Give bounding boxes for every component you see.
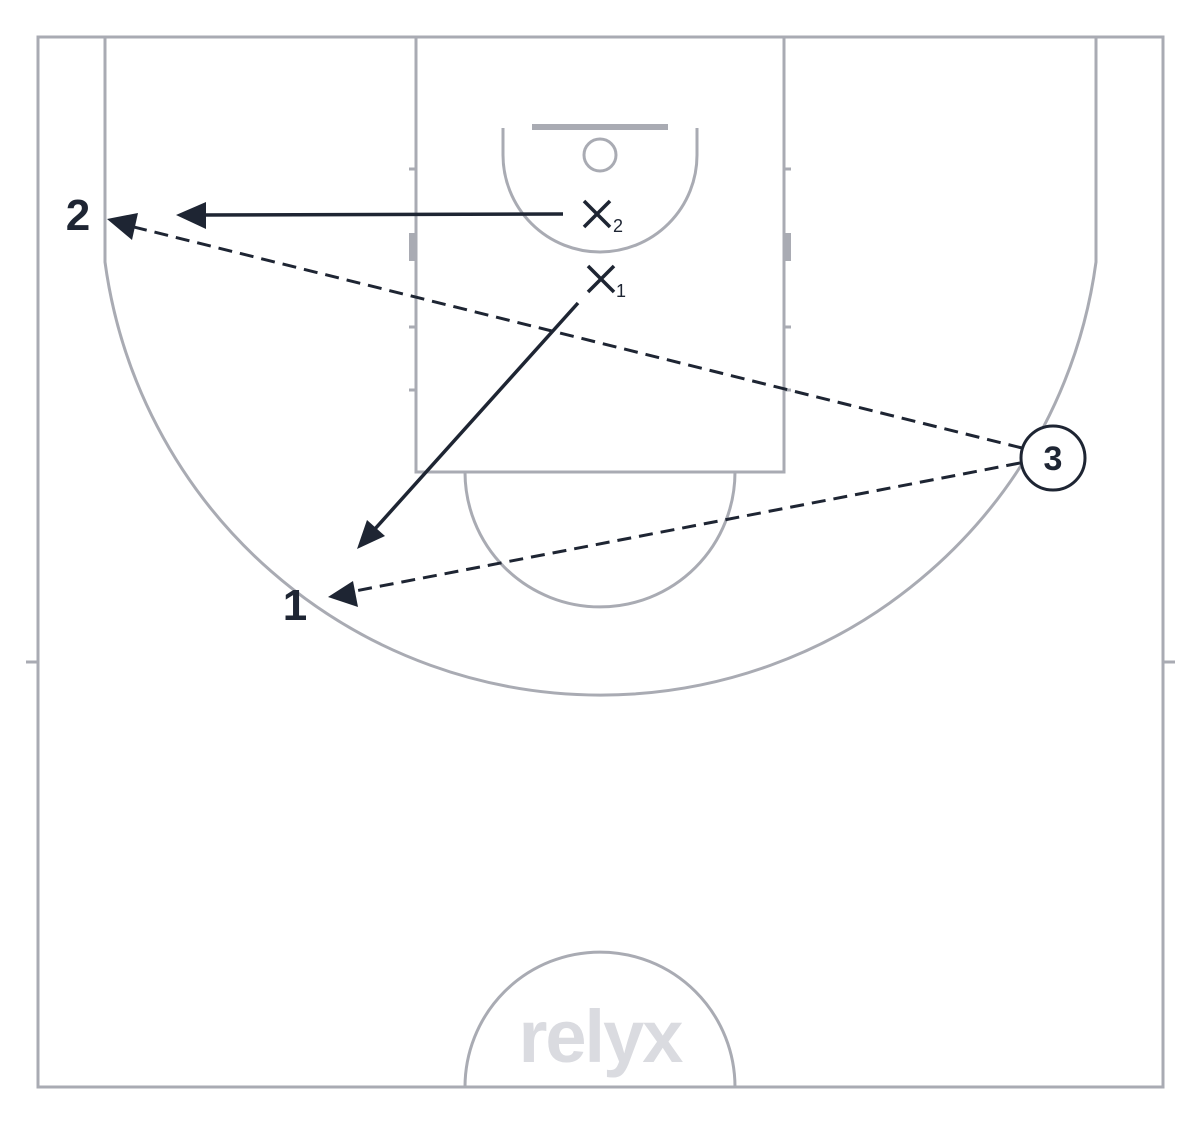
arrowhead-pass-3-1 — [328, 581, 358, 607]
pass-3-to-1 — [349, 461, 1021, 594]
player-1-label: 1 — [283, 581, 307, 630]
restricted-area-arc — [501, 128, 699, 254]
arrowhead-move-x2 — [176, 202, 206, 229]
court-boundary — [36, 35, 1165, 1089]
move-x1-to-1 — [372, 301, 580, 532]
watermark-logo: relyx — [519, 995, 684, 1078]
player-3: 3 — [1019, 424, 1087, 492]
defender-x2-subscript: 2 — [613, 216, 623, 236]
hoop — [582, 137, 618, 173]
free-throw-circle — [463, 471, 737, 609]
movement-paths — [176, 202, 580, 549]
defender-x1: 1 — [586, 264, 626, 301]
defender-x1-subscript: 1 — [616, 281, 626, 301]
arrowhead-pass-3-2 — [107, 213, 138, 240]
defender-x2: 2 — [582, 199, 623, 236]
pass-paths — [107, 213, 1023, 607]
player-3-circle — [1019, 424, 1087, 492]
paint-lane — [414, 35, 786, 474]
arrowhead-move-x1 — [357, 520, 385, 549]
player-2-label: 2 — [66, 191, 90, 240]
player-3-label: 3 — [1044, 440, 1063, 478]
pass-3-to-2 — [129, 224, 1023, 450]
court-lines — [26, 35, 1175, 1089]
center-circle-arc — [463, 950, 737, 1088]
move-x2-to-2 — [197, 212, 564, 217]
three-point-line — [103, 37, 1098, 697]
